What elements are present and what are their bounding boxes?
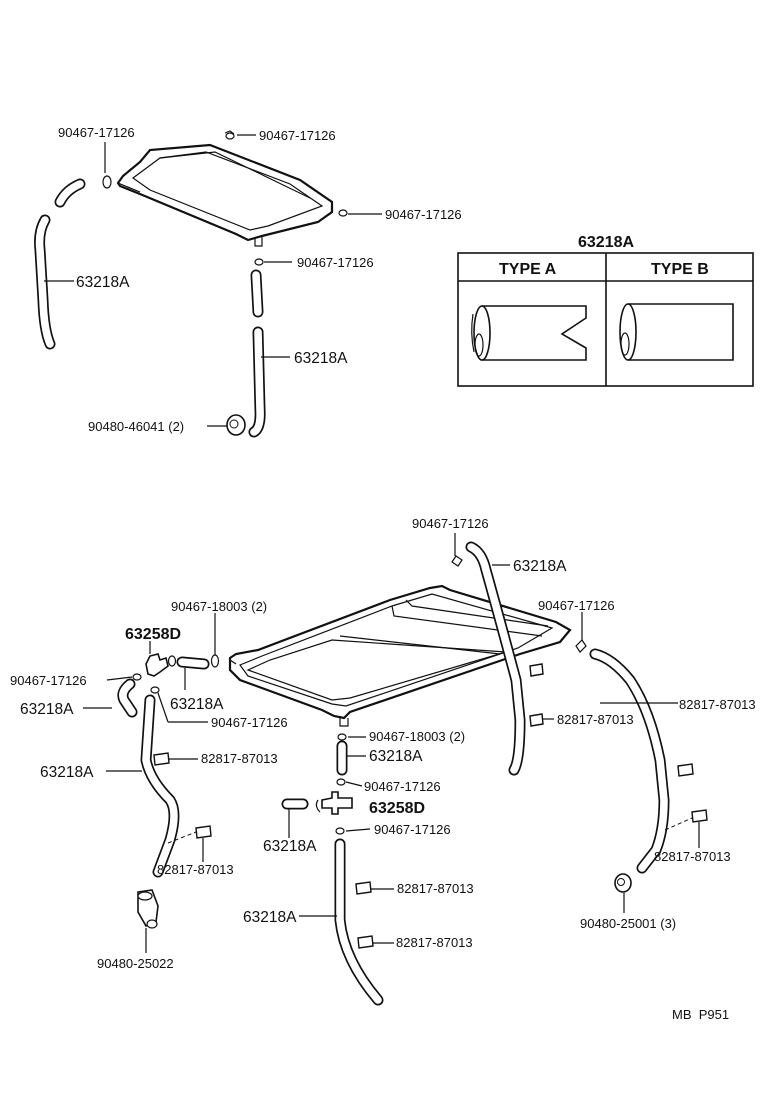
label-bot-clamp-left: 90467-17126 — [10, 673, 87, 688]
inset-type-a: TYPE A — [499, 261, 557, 278]
label-top-clamp-left: 90467-17126 — [58, 125, 135, 140]
label-bot-hose-left-long: 63218A — [40, 764, 94, 781]
bottom-clamps — [132, 555, 587, 835]
label-bot-hose-center-short: 63218A — [369, 748, 423, 765]
hose-type-inset — [457, 252, 754, 387]
label-top-hose-left: 63218A — [76, 274, 130, 291]
label-top-clamp-top: 90467-17126 — [259, 128, 336, 143]
label-bot-hose-top: 63218A — [513, 558, 567, 575]
label-top-clamp-front: 90467-17126 — [297, 255, 374, 270]
label-bot-tape-mid-right: 82817-87013 — [557, 712, 634, 727]
label-bot-clamp-center2: 90467-17126 — [374, 822, 451, 837]
bottom-joints — [145, 653, 353, 815]
label-bot-clamp-top: 90467-17126 — [412, 516, 489, 531]
label-bot-tape-right-low: 82817-87013 — [654, 849, 731, 864]
label-bot-tape-right-top: 82817-87013 — [679, 697, 756, 712]
inset-title: 63218A — [578, 234, 634, 251]
top-plug — [226, 414, 246, 436]
bottom-plugs — [137, 873, 632, 929]
label-bot-joint-center: 63258D — [369, 800, 425, 817]
label-bot-joint-left: 63258D — [125, 626, 181, 643]
bottom-tapes — [153, 663, 708, 949]
label-bot-tape-left: 82817-87013 — [201, 751, 278, 766]
label-bot-clamp-right: 90467-17126 — [538, 598, 615, 613]
bottom-hoses — [117, 541, 670, 1006]
diagram-code: MB P951 — [672, 1007, 729, 1022]
top-sunroof-housing — [116, 143, 334, 247]
top-hose-left — [34, 178, 86, 350]
label-bot-hose-center-long: 63218A — [243, 909, 297, 926]
inset-type-b: TYPE B — [651, 261, 709, 278]
label-bot-hose-left-elbow: 63218A — [20, 701, 74, 718]
label-bot-clamp-center: 90467-17126 — [364, 779, 441, 794]
label-top-plug: 90480-46041 (2) — [88, 419, 184, 434]
top-leader-lines — [44, 134, 382, 427]
label-bot-plug-right: 90480-25001 (3) — [580, 916, 676, 931]
label-bot-tape-center2: 82817-87013 — [396, 935, 473, 950]
label-top-clamp-right: 90467-17126 — [385, 207, 462, 222]
label-bot-plug-left: 90480-25022 — [97, 956, 174, 971]
label-top-hose-front: 63218A — [294, 350, 348, 367]
top-clamps — [102, 130, 348, 266]
label-bot-clamp-left2: 90467-17126 — [211, 715, 288, 730]
bottom-leader-lines — [83, 533, 700, 953]
label-bot-clamp-18003-top: 90467-18003 (2) — [171, 599, 267, 614]
label-bot-clamp-18003-front: 90467-18003 (2) — [369, 729, 465, 744]
label-bot-tape-center1: 82817-87013 — [397, 881, 474, 896]
label-bot-hose-center-stub: 63218A — [263, 838, 317, 855]
top-hose-front — [248, 269, 266, 438]
label-bot-hose-left-short: 63218A — [170, 696, 224, 713]
label-bot-tape-left-low: 82817-87013 — [157, 862, 234, 877]
